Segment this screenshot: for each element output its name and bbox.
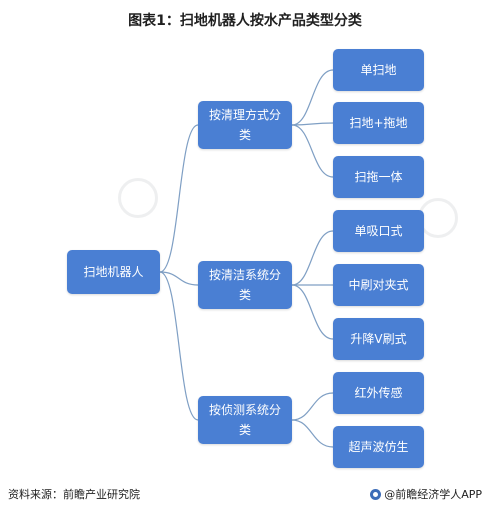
brand-credit: @前瞻经济学人APP — [370, 486, 482, 502]
leaf-node: 单吸口式 — [333, 210, 424, 252]
leaf-node: 红外传感 — [333, 372, 424, 414]
root-node: 扫地机器人 — [67, 250, 160, 294]
connector-root-branch-2 — [159, 271, 199, 286]
branch-node-detection-system: 按侦测系统分类 — [198, 396, 292, 444]
connector-b2-c1 — [291, 230, 334, 286]
connector-b1-c1 — [291, 69, 334, 126]
source-note: 资料来源：前瞻产业研究院 — [8, 488, 140, 501]
branch-node-cleaning-method: 按清理方式分类 — [198, 101, 292, 149]
connector-root-branch-3 — [159, 271, 199, 421]
leaf-node: 单扫地 — [333, 49, 424, 91]
connector-root-branch-1 — [159, 124, 199, 273]
brand-credit-label: @前瞻经济学人APP — [384, 488, 482, 501]
brand-logo-icon — [370, 488, 382, 500]
leaf-node: 扫地+拖地 — [333, 102, 424, 144]
connector-b1-c2 — [291, 122, 334, 126]
leaf-node: 中刷对夹式 — [333, 264, 424, 306]
leaf-node: 扫拖一体 — [333, 156, 424, 198]
connector-b3-c2 — [291, 419, 334, 448]
connector-b3-c1 — [291, 392, 334, 421]
connector-b2-c3 — [291, 284, 334, 340]
chart-title: 图表1：扫地机器人按水产品类型分类 — [128, 13, 362, 29]
leaf-node: 超声波仿生 — [333, 426, 424, 468]
branch-node-cleaning-system: 按清洁系统分类 — [198, 261, 292, 309]
connector-b1-c3 — [291, 124, 334, 178]
leaf-node: 升降V刷式 — [333, 318, 424, 360]
